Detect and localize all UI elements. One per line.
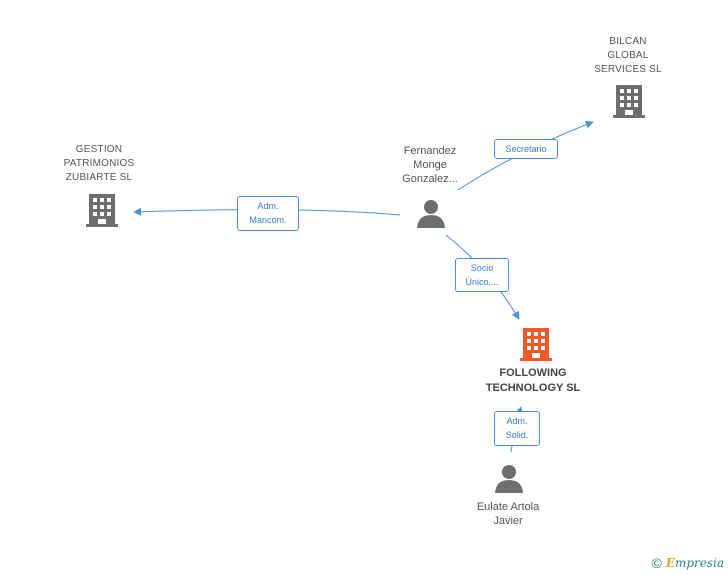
person-icon — [495, 465, 523, 493]
node-label-eulate[interactable]: Eulate Artola Javier — [476, 501, 540, 527]
node-label-following[interactable]: FOLLOWING TECHNOLOGY SL — [485, 367, 581, 394]
node-label-gestion[interactable]: GESTION PATRIMONIOS ZUBIARTE SL — [63, 144, 135, 183]
node-label-fernandez[interactable]: Fernandez Monge Gonzalez... — [402, 145, 458, 185]
copyright-icon: © — [651, 555, 662, 571]
edge-label-secretario: Secretario — [494, 139, 558, 159]
edge-label-adm-solid: Adm. Solid. — [494, 411, 540, 446]
edge-label-socio-unico: Socio Único,... — [455, 258, 509, 292]
node-label-bilcan[interactable]: BILCAN GLOBAL SERVICES SL — [594, 36, 662, 75]
building-icon — [613, 85, 645, 118]
brand-footer: © Empresia — [651, 555, 724, 571]
brand-logo: Empresia — [665, 556, 724, 570]
person-icon — [417, 200, 445, 228]
edge-label-adm-mancom: Adm. Mancom. — [237, 196, 299, 231]
building-icon — [520, 328, 552, 361]
building-icon — [86, 194, 118, 227]
